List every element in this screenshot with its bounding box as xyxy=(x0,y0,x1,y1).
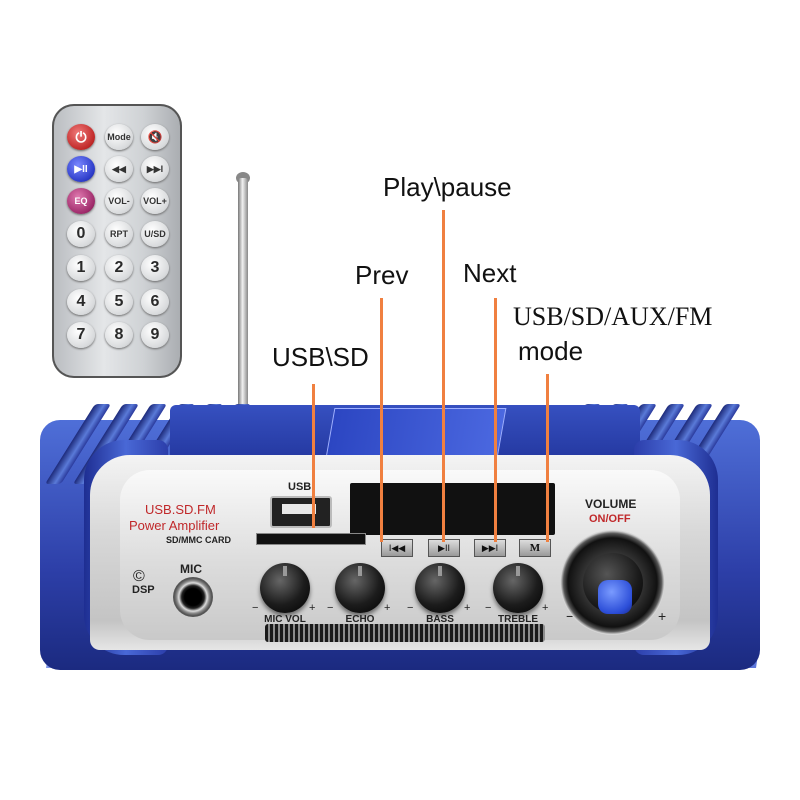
remote-button[interactable]: 0 xyxy=(67,221,95,247)
knob-minus-label: − xyxy=(327,602,334,614)
brand-line-1: USB.SD.FM xyxy=(145,502,216,517)
knob-minus-label: − xyxy=(407,602,414,614)
remote-button[interactable]: ▶▶I xyxy=(141,156,169,182)
dsp-icon: © xyxy=(133,568,145,585)
sd-card-label: SD/MMC CARD xyxy=(166,535,231,545)
remote-button[interactable]: VOL- xyxy=(105,188,133,214)
remote-button[interactable]: EQ xyxy=(67,188,95,214)
knob-label: ECHO xyxy=(345,614,375,625)
remote-button[interactable]: 4 xyxy=(67,289,95,315)
knob-label: MIC VOL xyxy=(264,614,306,625)
remote-button[interactable]: 🔇 xyxy=(141,124,169,150)
dsp-label: DSP xyxy=(132,584,155,596)
remote-button[interactable]: ◀◀ xyxy=(105,156,133,182)
remote-button[interactable]: ▶II xyxy=(67,156,95,182)
knob-plus-label: + xyxy=(464,602,471,614)
next-callout: Next xyxy=(463,258,517,288)
volume-minus-label: − xyxy=(566,608,575,624)
mode-button[interactable]: M xyxy=(519,539,551,557)
remote-button[interactable]: U/SD xyxy=(141,221,169,247)
remote-button[interactable]: 9 xyxy=(141,322,169,348)
antenna xyxy=(238,178,248,418)
knob-label: TREBLE xyxy=(498,614,538,625)
remote-button[interactable]: Mode xyxy=(105,124,133,150)
mic-label: MIC xyxy=(180,562,202,576)
top-label-plate xyxy=(325,408,507,458)
knob-plus-label: + xyxy=(309,602,316,614)
knob-plus-label: + xyxy=(542,602,549,614)
mode-callout-line1: USB/SD/AUX/FM xyxy=(513,302,713,331)
play-pause-callout: Play\pause xyxy=(383,172,512,202)
control-knob[interactable] xyxy=(415,563,465,613)
volume-knob-cap xyxy=(598,580,632,614)
remote-button[interactable]: 6 xyxy=(141,289,169,315)
usb-port-label: USB xyxy=(288,481,312,493)
control-knob[interactable] xyxy=(335,563,385,613)
remote-button[interactable]: 3 xyxy=(141,255,169,281)
prev-button[interactable]: I◀◀ xyxy=(381,539,413,557)
on-off-label: ON/OFF xyxy=(589,513,631,525)
usb-sd-callout-line xyxy=(312,384,315,528)
knob-label: BASS xyxy=(426,614,454,625)
knob-minus-label: − xyxy=(252,602,259,614)
volume-label: VOLUME xyxy=(585,497,637,511)
prev-callout-line xyxy=(380,298,383,542)
control-knob[interactable] xyxy=(260,563,310,613)
remote-button[interactable]: 7 xyxy=(67,322,95,348)
mic-jack[interactable] xyxy=(173,577,213,617)
remote-button[interactable]: VOL+ xyxy=(141,188,169,214)
mode-callout-line2: mode xyxy=(518,336,584,366)
brand-line-2: Power Amplifier xyxy=(129,518,220,533)
remote-button[interactable]: 1 xyxy=(67,255,95,281)
volume-plus-label: + xyxy=(658,608,667,624)
play-pause-callout-line xyxy=(442,210,445,542)
prev-callout: Prev xyxy=(355,260,409,290)
sd-card-slot[interactable] xyxy=(256,533,366,545)
remote-button[interactable]: RPT xyxy=(105,221,133,247)
remote-button[interactable]: 5 xyxy=(105,289,133,315)
remote-button[interactable]: 2 xyxy=(105,255,133,281)
knob-minus-label: − xyxy=(485,602,492,614)
control-knob[interactable] xyxy=(493,563,543,613)
next-button[interactable]: ▶▶I xyxy=(474,539,506,557)
usb-port-contact xyxy=(282,504,316,514)
speaker-grille xyxy=(265,624,545,642)
remote-button[interactable]: ⏻ xyxy=(67,124,95,150)
next-callout-line xyxy=(494,298,497,542)
usb-sd-callout: USB\SD xyxy=(272,342,369,372)
mode-callout-line xyxy=(546,374,549,542)
remote-button[interactable]: 8 xyxy=(105,322,133,348)
knob-plus-label: + xyxy=(384,602,391,614)
led-display xyxy=(350,483,555,535)
